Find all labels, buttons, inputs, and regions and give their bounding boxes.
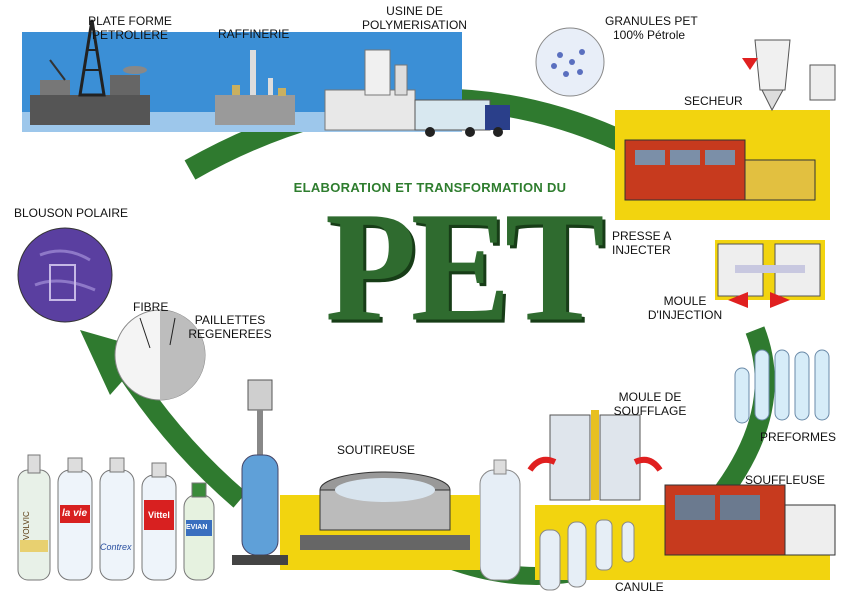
injection-mould-panel bbox=[715, 240, 825, 308]
label-paillettes-line1: PAILLETTES bbox=[194, 313, 266, 327]
fleece-circle bbox=[17, 227, 113, 323]
label-usine-line2: POLYMERISATION bbox=[362, 18, 467, 32]
water-bottles-row bbox=[17, 454, 215, 581]
label-moule-soufflage: MOULE DE SOUFFLAGE bbox=[600, 390, 700, 418]
label-paillettes-line2: REGENEREES bbox=[188, 327, 272, 341]
label-blouson: BLOUSON POLAIRE bbox=[14, 206, 129, 220]
label-fibre: FIBRE bbox=[133, 300, 169, 314]
label-paillettes: PAILLETTES REGENEREES bbox=[180, 313, 280, 341]
label-usine-line1: USINE DE bbox=[386, 4, 443, 18]
label-moule-injection: MOULE D'INJECTION bbox=[640, 294, 730, 322]
injection-press-panel bbox=[615, 39, 836, 220]
label-moule-soufflage-line1: MOULE DE bbox=[618, 390, 682, 404]
preforms-group bbox=[734, 349, 830, 424]
diagram-subtitle: ELABORATION ET TRANSFORMATION DU bbox=[293, 180, 567, 195]
label-canule: CANULE bbox=[615, 580, 664, 594]
label-souffleuse: SOUFFLEUSE bbox=[745, 473, 826, 487]
oil-industry-panel bbox=[22, 19, 510, 137]
brand-contrex: Contrex bbox=[100, 542, 132, 552]
label-preformes: PREFORMES bbox=[760, 430, 837, 444]
label-granules-line2: 100% Pétrole bbox=[613, 28, 686, 42]
granules-circle bbox=[535, 27, 605, 97]
brand-la-vie: la vie bbox=[62, 508, 88, 519]
diagram-main-title: PET bbox=[325, 179, 605, 355]
label-plate-forme: PLATE FORME PETROLIERE bbox=[75, 14, 185, 42]
label-moule-injection-line1: MOULE bbox=[663, 294, 707, 308]
label-presse-line1: PRESSE A bbox=[612, 229, 672, 243]
single-bottle bbox=[479, 459, 521, 581]
label-plate-forme-line1: PLATE FORME bbox=[88, 14, 172, 28]
label-secheur: SECHEUR bbox=[684, 94, 743, 108]
filling-machine-panel bbox=[280, 471, 480, 570]
label-presse: PRESSE A INJECTER bbox=[612, 229, 671, 257]
brand-volvic: VOLVIC bbox=[22, 511, 31, 540]
filling-bottle-stand bbox=[232, 379, 288, 565]
label-granules: GRANULES PET 100% Pétrole bbox=[605, 14, 698, 42]
label-soutireuse: SOUTIREUSE bbox=[337, 443, 416, 457]
blow-mould bbox=[527, 410, 663, 501]
brand-evian: EVIAN bbox=[186, 524, 208, 531]
brand-vittel: Vittel bbox=[148, 510, 170, 520]
blow-machine-panel bbox=[535, 484, 836, 591]
label-raffinerie: RAFFINERIE bbox=[218, 27, 290, 41]
label-plate-forme-line2: PETROLIERE bbox=[91, 28, 169, 42]
label-presse-line2: INJECTER bbox=[612, 243, 671, 257]
label-moule-soufflage-line2: SOUFFLAGE bbox=[613, 404, 687, 418]
label-moule-injection-line2: D'INJECTION bbox=[647, 308, 723, 322]
label-usine: USINE DE POLYMERISATION bbox=[352, 4, 477, 32]
label-granules-line1: GRANULES PET bbox=[605, 14, 698, 28]
fibre-circle bbox=[114, 309, 206, 401]
